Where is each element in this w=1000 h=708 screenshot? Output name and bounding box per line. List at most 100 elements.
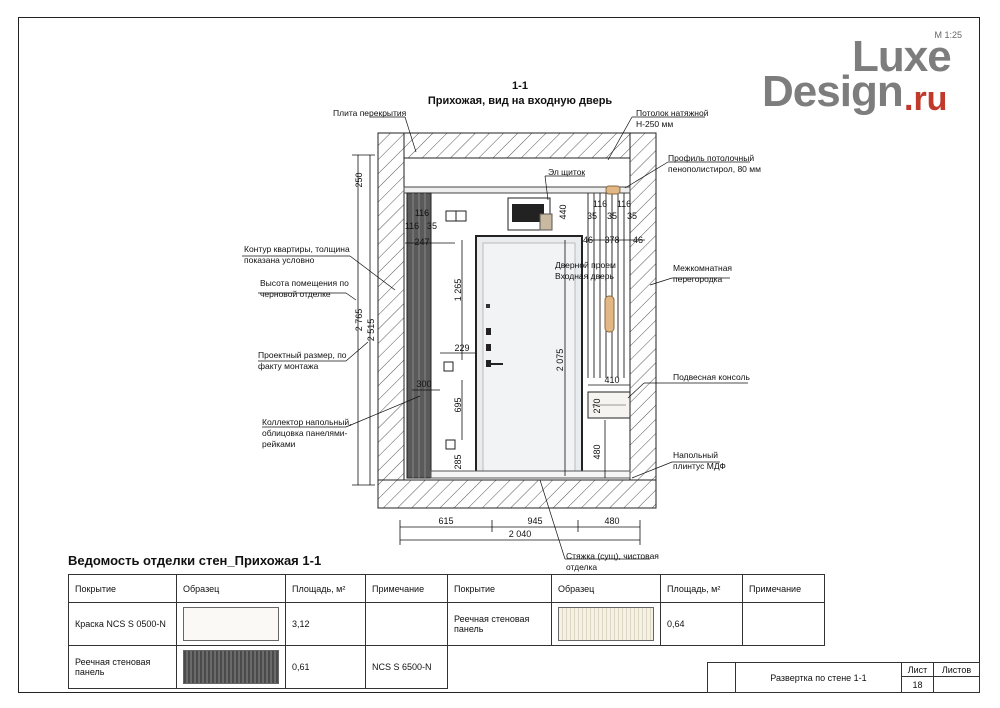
- dim-2075: 2 075: [555, 349, 565, 372]
- dim-116-d: 116: [617, 199, 631, 209]
- title-block: Развертка по стене 1-1 Лист Листов 18: [707, 661, 980, 693]
- dim-width-left: 615: [438, 516, 453, 526]
- table-row: Реечная стеновая панель 0,61 NCS S 6500-…: [68, 645, 825, 689]
- dim-270: 270: [592, 398, 602, 413]
- dim-35-a: 35: [427, 221, 437, 231]
- dim-1265: 1 265: [453, 279, 463, 302]
- title-block-sheet-label: Лист: [901, 661, 934, 678]
- title-block-sheet-number: 18: [901, 676, 934, 693]
- cell-coating: Краска NCS S 0500-N: [68, 602, 177, 646]
- cell-area-2: 0,64: [660, 602, 743, 646]
- title-block-sheets-count: [933, 676, 980, 693]
- ceiling-profile: [403, 186, 631, 194]
- label-collector: Коллектор напольный, облицовка панелями-…: [262, 417, 352, 449]
- dim-116-b: 116: [405, 221, 419, 231]
- label-partition: Межкомнатная перегородка: [673, 263, 733, 284]
- socket-top-2: [455, 210, 467, 222]
- dim-width-total: 2 040: [509, 529, 532, 539]
- dim-440: 440: [558, 204, 568, 219]
- dim-410: 410: [604, 375, 619, 385]
- dim-35-d: 35: [627, 211, 637, 221]
- dim-378: 378: [604, 235, 619, 245]
- dim-247: 247: [414, 237, 429, 247]
- header-area-2: Площадь, м²: [660, 574, 743, 603]
- cell-coating-2: Реечная стеновая панель: [447, 602, 552, 646]
- door-peephole: [486, 304, 490, 308]
- scale-label: М 1:25: [934, 30, 962, 40]
- logo-line-2: Design: [762, 67, 904, 116]
- table-row: Краска NCS S 0500-N 3,12 Реечная стенова…: [68, 602, 825, 646]
- dim-116-a: 116: [415, 208, 429, 218]
- table-header-row: Покрытие Образец Площадь, м² Примечание …: [68, 574, 825, 603]
- switch: [443, 361, 454, 372]
- dim-height-clear: 2 515: [366, 319, 376, 342]
- cell-note-2: [742, 602, 825, 646]
- dim-width-mid: 945: [527, 516, 542, 526]
- label-screed: Стяжка (сущ), чистовая отделка: [566, 551, 659, 572]
- dim-695: 695: [453, 397, 463, 412]
- dim-229: 229: [454, 343, 469, 353]
- slab-hatch: [377, 132, 657, 159]
- door-lock-upper: [486, 328, 491, 335]
- logo-line-1: Luxe: [852, 32, 952, 81]
- label-plinth: Напольный плинтус МДФ: [673, 450, 726, 471]
- title-block-empty: [707, 662, 736, 693]
- title-block-sheets-label: Листов: [933, 661, 980, 678]
- door-lock-mid: [486, 344, 491, 351]
- label-door-opening: Дверной проем Входная дверь: [555, 260, 616, 281]
- label-console: Подвесная консоль: [673, 372, 750, 382]
- dim-height-total: 2 765: [354, 309, 364, 332]
- header-note-2: Примечание: [742, 574, 825, 603]
- dim-480: 480: [592, 444, 602, 459]
- cell-coating: Реечная стеновая панель: [68, 645, 177, 689]
- sample-paint-swatch: [183, 607, 279, 641]
- cell-area: 3,12: [285, 602, 366, 646]
- dim-ceiling: 250: [354, 172, 364, 187]
- dim-width-right: 480: [604, 516, 619, 526]
- schedule-title: Ведомость отделки стен_Прихожая 1-1: [68, 553, 322, 568]
- sample-dark-rack-swatch: [183, 650, 279, 684]
- logo-line-3: .ru: [904, 80, 948, 118]
- cell-sample: [176, 645, 286, 689]
- cell-sample-2: [551, 602, 661, 646]
- ceiling-light: [605, 185, 621, 195]
- label-ceiling: Потолок натяжной Н-250 мм: [636, 108, 709, 129]
- floor-hatch: [377, 479, 657, 509]
- label-profile: Профиль потолочный пенополистирол, 80 мм: [668, 153, 761, 174]
- left-wall-hatch: [377, 132, 405, 489]
- floor-plinth: [430, 470, 631, 479]
- header-sample-2: Образец: [551, 574, 661, 603]
- drawing-number: 1-1: [512, 80, 528, 92]
- label-height: Высота помещения по черновой отделке: [260, 278, 349, 299]
- label-contour: Контур квартиры, толщина показана условн…: [244, 244, 350, 265]
- dim-116-c: 116: [593, 199, 607, 209]
- header-coating: Покрытие: [68, 574, 177, 603]
- socket-top-1: [445, 210, 457, 222]
- label-slab: Плита перекрытия: [333, 108, 407, 118]
- socket-bottom: [445, 439, 456, 450]
- finish-schedule-table: Покрытие Образец Площадь, м² Примечание …: [68, 574, 825, 689]
- label-electrical-panel: Эл щиток: [548, 167, 586, 177]
- right-rack-panels: [587, 193, 625, 378]
- label-project: Проектный размер, по факту монтажа: [258, 350, 347, 371]
- header-coating-2: Покрытие: [447, 574, 552, 603]
- cell-area: 0,61: [285, 645, 366, 689]
- header-note: Примечание: [365, 574, 448, 603]
- drawing-title: Прихожая, вид на входную дверь: [427, 95, 613, 107]
- dim-35-b: 35: [587, 211, 597, 221]
- door-leaf: [482, 242, 576, 472]
- dim-46-a: 46: [583, 235, 593, 245]
- header-sample: Образец: [176, 574, 286, 603]
- mirror-hook: [604, 295, 615, 333]
- cell-note: [365, 602, 448, 646]
- title-block-name: Развертка по стене 1-1: [735, 662, 902, 693]
- header-area: Площадь, м²: [285, 574, 366, 603]
- dim-35-c: 35: [607, 211, 617, 221]
- dim-285: 285: [453, 454, 463, 469]
- sample-light-rack-swatch: [558, 607, 654, 641]
- dim-300: 300: [416, 379, 431, 389]
- cell-note: NCS S 6500-N: [365, 645, 448, 689]
- sheet-frame: [18, 17, 980, 693]
- cell-sample: [176, 602, 286, 646]
